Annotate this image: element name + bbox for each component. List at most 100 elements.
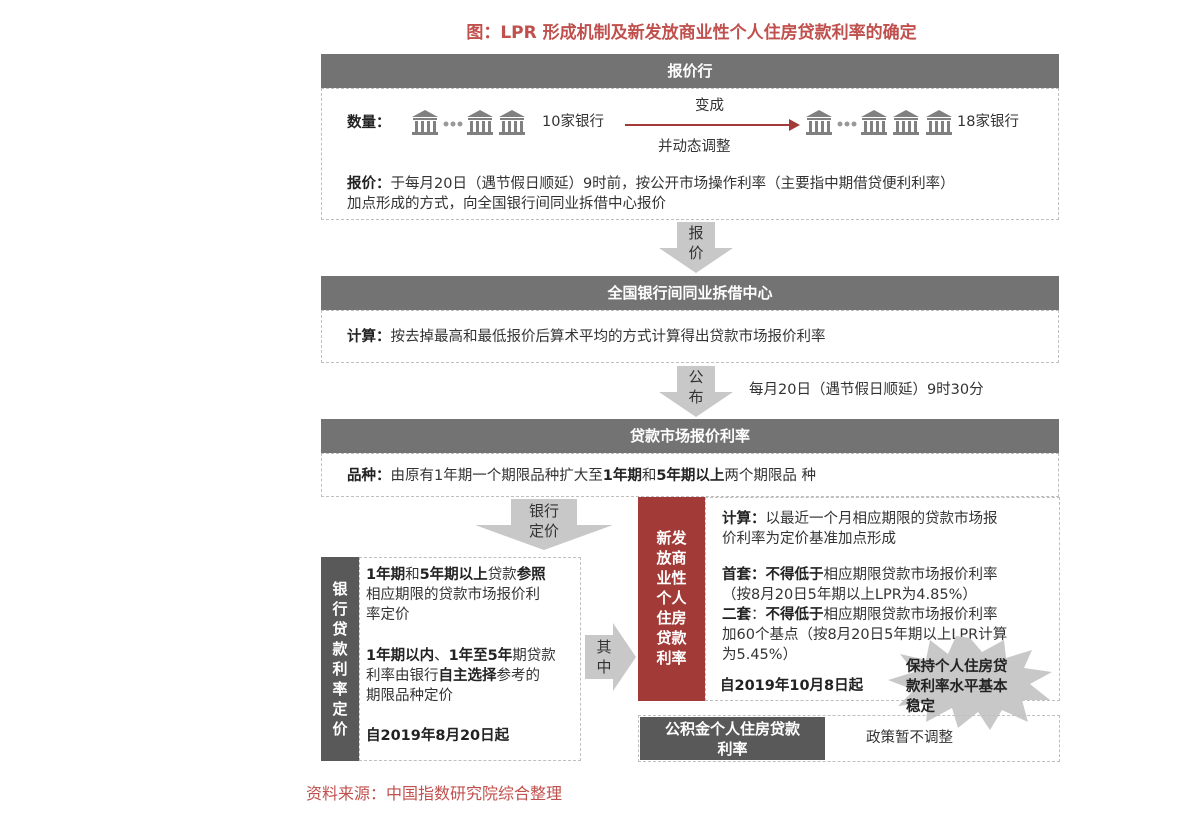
- calc-text: 按去掉最高和最低报价后算术平均的方式计算得出贷款市场报价利率: [390, 329, 826, 345]
- rule1-bold-2: 5年期以上: [419, 567, 488, 583]
- first-home-text: 相应期限贷款市场报价利率: [823, 567, 998, 583]
- provident-fund-label-line1: 公积金个人住房贷款: [664, 720, 800, 738]
- arrow-among-char2: 中: [596, 658, 612, 676]
- arrow-bank-pricing-line2: 定价: [528, 522, 559, 540]
- arrow-among-label: 其 中: [593, 637, 615, 677]
- down-arrow-publish: [659, 366, 733, 417]
- variety-description: 品种：由原有1年期一个期限品种扩大至1年期和5年期以上两个期限品 种: [347, 466, 816, 486]
- rule2-bold-2: 1年至5年: [448, 648, 513, 664]
- rule2-text-3: 利率由银行: [366, 668, 439, 684]
- calc-description: 计算：按去掉最高和最低报价后算术平均的方式计算得出贷款市场报价利率: [347, 327, 826, 347]
- interbank-center-header: 全国银行间同业拆借中心: [321, 276, 1059, 310]
- rule2-bold-3: 自主选择: [438, 668, 497, 684]
- arrow-quote-char2: 价: [688, 244, 704, 262]
- lpr-header: 贷款市场报价利率: [321, 419, 1059, 453]
- provident-fund-box: [638, 715, 1060, 762]
- bank-icon: [467, 110, 493, 135]
- new-loans-date: 自2019年10月8日起: [720, 678, 864, 694]
- banks-after-count: 18家银行: [957, 114, 1019, 130]
- rule2-bold-1: 1年期以内: [366, 648, 435, 664]
- new-loans-calc-label: 计算：: [722, 511, 766, 527]
- quantity-label: 数量：: [347, 115, 391, 131]
- rule2-text-2: 期贷款: [512, 648, 556, 664]
- second-home-rule: 二套：不得低于相应期限贷款市场报价利率 加60个基点（按8月20日5年期以上LP…: [722, 605, 1052, 665]
- change-bottom-label: 并动态调整: [658, 139, 731, 155]
- new-loans-calc-line2: 价利率为定价基准加点形成: [722, 531, 896, 547]
- banks-before-count: 10家银行: [542, 114, 604, 130]
- arrow-publish-char2: 布: [688, 388, 704, 406]
- second-home-line2: 加60个基点（按8月20日5年期以上LPR计算: [722, 627, 1008, 643]
- bank-icon: [893, 110, 919, 135]
- bank-pricing-box: [359, 557, 581, 761]
- variety-label: 品种：: [347, 468, 391, 484]
- arrow-quote-char1: 报: [688, 224, 704, 242]
- bank-pricing-vertical-label: 银行贷款利率定价: [332, 580, 348, 738]
- rule1-line3: 率定价: [366, 607, 410, 623]
- quote-line1: 于每月20日（遇节假日顺延）9时前，按公开市场操作利率（主要指中期借贷便利利率）: [390, 176, 955, 192]
- bank-icon: [499, 110, 525, 135]
- provident-fund-label-box: 公积金个人住房贷款 利率: [640, 717, 825, 760]
- first-home-line2: （按8月20日5年期以上LPR为4.85%）: [722, 587, 977, 603]
- stable-rate-starburst: [888, 636, 1052, 730]
- rule1-text-1: 和: [405, 567, 420, 583]
- variety-text-1: 由原有1年期一个期限品种扩大至: [390, 468, 603, 484]
- bank-pricing-rule1: 1年期和5年期以上贷款参照 相应期限的贷款市场报价利 率定价: [366, 565, 578, 625]
- down-arrow-bank-pricing: [475, 499, 613, 550]
- right-arrow-among: [585, 623, 636, 691]
- arrow-quote-label: 报 价: [677, 223, 715, 263]
- down-arrow-quote: [659, 222, 733, 273]
- calc-label: 计算：: [347, 329, 391, 345]
- rule1-text-2: 贷款: [487, 567, 517, 583]
- stable-rate-line2: 款利率水平基本: [906, 679, 1008, 695]
- bank-icon: [806, 110, 832, 135]
- bank-icon: [412, 110, 438, 135]
- stable-rate-text: 保持个人住房贷 款利率水平基本 稳定: [906, 657, 1008, 717]
- second-home-line3: 为5.45%）: [722, 647, 798, 663]
- new-loans-vertical-label: 新发放商业性个人住房贷款利率: [656, 529, 687, 667]
- stable-rate-line1: 保持个人住房贷: [906, 659, 1008, 675]
- arrow-among-char1: 其: [596, 638, 612, 656]
- new-loans-box: [705, 497, 1060, 701]
- quote-description: 报价：于每月20日（遇节假日顺延）9时前，按公开市场操作利率（主要指中期借贷便利…: [347, 174, 1052, 214]
- arrow-publish-label: 公 布: [677, 367, 715, 407]
- rule1-line2: 相应期限的贷款市场报价利: [366, 587, 540, 603]
- rule2-line3: 期限品种定价: [366, 688, 453, 704]
- new-loans-calc: 计算：以最近一个月相应期限的贷款市场报 价利率为定价基准加点形成: [722, 509, 1052, 549]
- quote-line2: 加点形成的方式，向全国银行间同业拆借中心报价: [347, 196, 666, 212]
- interbank-center-box: [321, 310, 1059, 363]
- quote-label: 报价：: [347, 176, 391, 192]
- rule2-text-4: 参考的: [496, 668, 541, 684]
- bank-pricing-rule2: 1年期以内、1年至5年期贷款 利率由银行自主选择参考的 期限品种定价: [366, 646, 578, 706]
- first-home-bold: 不得低于: [765, 567, 824, 583]
- variety-bold-2: 5年期以上: [656, 468, 725, 484]
- provident-fund-label-line2: 利率: [717, 740, 748, 758]
- second-home-text: 相应期限贷款市场报价利率: [823, 607, 998, 623]
- variety-bold-1: 1年期: [602, 468, 642, 484]
- variety-text-2: 和: [641, 468, 657, 484]
- variety-text-3: 两个期限品 种: [724, 468, 817, 484]
- rule1-bold-1: 1年期: [366, 567, 406, 583]
- rule2-text-1: 、: [434, 648, 449, 664]
- first-home-label: 首套：: [722, 567, 766, 583]
- source-note: 资料来源：中国指数研究院综合整理: [306, 784, 563, 803]
- bank-icon: [926, 110, 952, 135]
- change-arrow: [625, 119, 800, 131]
- second-home-sep: ：: [751, 607, 766, 623]
- quoting-banks-box: [321, 88, 1059, 220]
- lpr-box: [321, 453, 1059, 497]
- new-loans-label-box: 新发放商业性个人住房贷款利率: [638, 497, 705, 701]
- bank-pricing-label-box: 银行贷款利率定价: [321, 557, 359, 761]
- bank-icon: [861, 110, 887, 135]
- second-home-bold: 不得低于: [765, 607, 824, 623]
- new-loans-calc-line1: 以最近一个月相应期限的贷款市场报: [765, 511, 998, 527]
- change-top-label: 变成: [695, 98, 724, 114]
- bank-pricing-date: 自2019年8月20日起: [366, 728, 510, 744]
- stable-rate-line3: 稳定: [906, 699, 935, 715]
- rule1-bold-3: 参照: [516, 567, 546, 583]
- arrow-bank-pricing-line1: 银行: [528, 502, 559, 520]
- bank-icons-group-left: [412, 110, 525, 135]
- figure-title: 图：LPR 形成机制及新发放商业性个人住房贷款利率的确定: [466, 23, 917, 43]
- arrow-publish-char1: 公: [688, 368, 704, 386]
- first-home-rule: 首套：不得低于相应期限贷款市场报价利率 （按8月20日5年期以上LPR为4.85…: [722, 565, 1052, 605]
- second-home-label: 二套: [722, 607, 751, 623]
